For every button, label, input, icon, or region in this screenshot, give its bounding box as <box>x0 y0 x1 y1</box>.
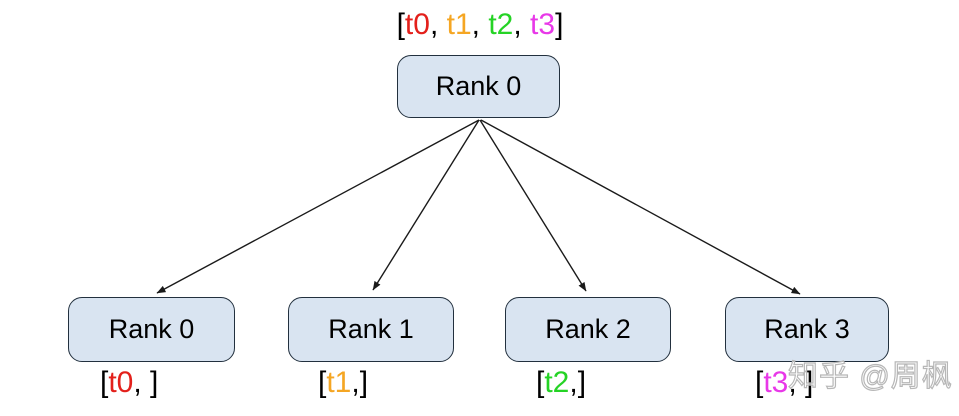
tensor-token: t0 <box>404 8 430 41</box>
node-rank1: Rank 1 <box>288 297 454 362</box>
node-rank0-root: Rank 0 <box>397 55 560 118</box>
tensor-token: t3 <box>530 8 556 41</box>
tensor-token: , <box>513 8 531 41</box>
node-rank2: Rank 2 <box>505 297 671 362</box>
arrow-root-to-rank0 <box>156 119 480 294</box>
tensor-token: , <box>429 8 447 41</box>
node-label: Rank 3 <box>764 314 850 344</box>
arrow-root-to-rank3 <box>480 119 801 295</box>
tensor-token: , <box>471 8 489 41</box>
root-tensor-list: [t0, t1, t2, t3] <box>340 8 620 42</box>
rank3-tensor-list: [t3, ] <box>755 366 813 400</box>
tensor-token: [ <box>536 366 545 399</box>
rank0-tensor-list: [t0, ] <box>100 366 158 400</box>
arrow-root-to-rank1 <box>372 119 480 291</box>
tensor-token: , ] <box>133 366 159 399</box>
tensor-token: t2 <box>488 8 514 41</box>
node-label: Rank 0 <box>108 314 195 344</box>
tensor-token: t1 <box>446 8 472 41</box>
tensor-token: ,] <box>569 366 587 399</box>
tensor-token: [ <box>318 366 327 399</box>
rank2-tensor-list: [t2,] <box>536 366 586 400</box>
zhihu-watermark: 知乎 @周枫 <box>787 359 953 393</box>
tensor-token: t1 <box>326 366 352 399</box>
node-label: Rank 2 <box>545 314 631 344</box>
tensor-token: t2 <box>544 366 570 399</box>
tensor-token: [ <box>396 8 405 41</box>
rank1-tensor-list: [t1,] <box>318 366 368 400</box>
tensor-token: , ] <box>788 366 814 399</box>
arrow-root-to-rank2 <box>479 119 587 292</box>
node-rank0: Rank 0 <box>68 297 235 362</box>
node-label: Rank 0 <box>435 71 522 101</box>
node-rank3: Rank 3 <box>725 297 889 362</box>
tensor-token: [ <box>755 366 764 399</box>
tensor-token: ,] <box>351 366 369 399</box>
tensor-token: ] <box>555 8 564 41</box>
tensor-token: t0 <box>108 366 134 399</box>
tensor-token: t3 <box>763 366 789 399</box>
tensor-token: [ <box>100 366 109 399</box>
node-label: Rank 1 <box>328 314 414 344</box>
